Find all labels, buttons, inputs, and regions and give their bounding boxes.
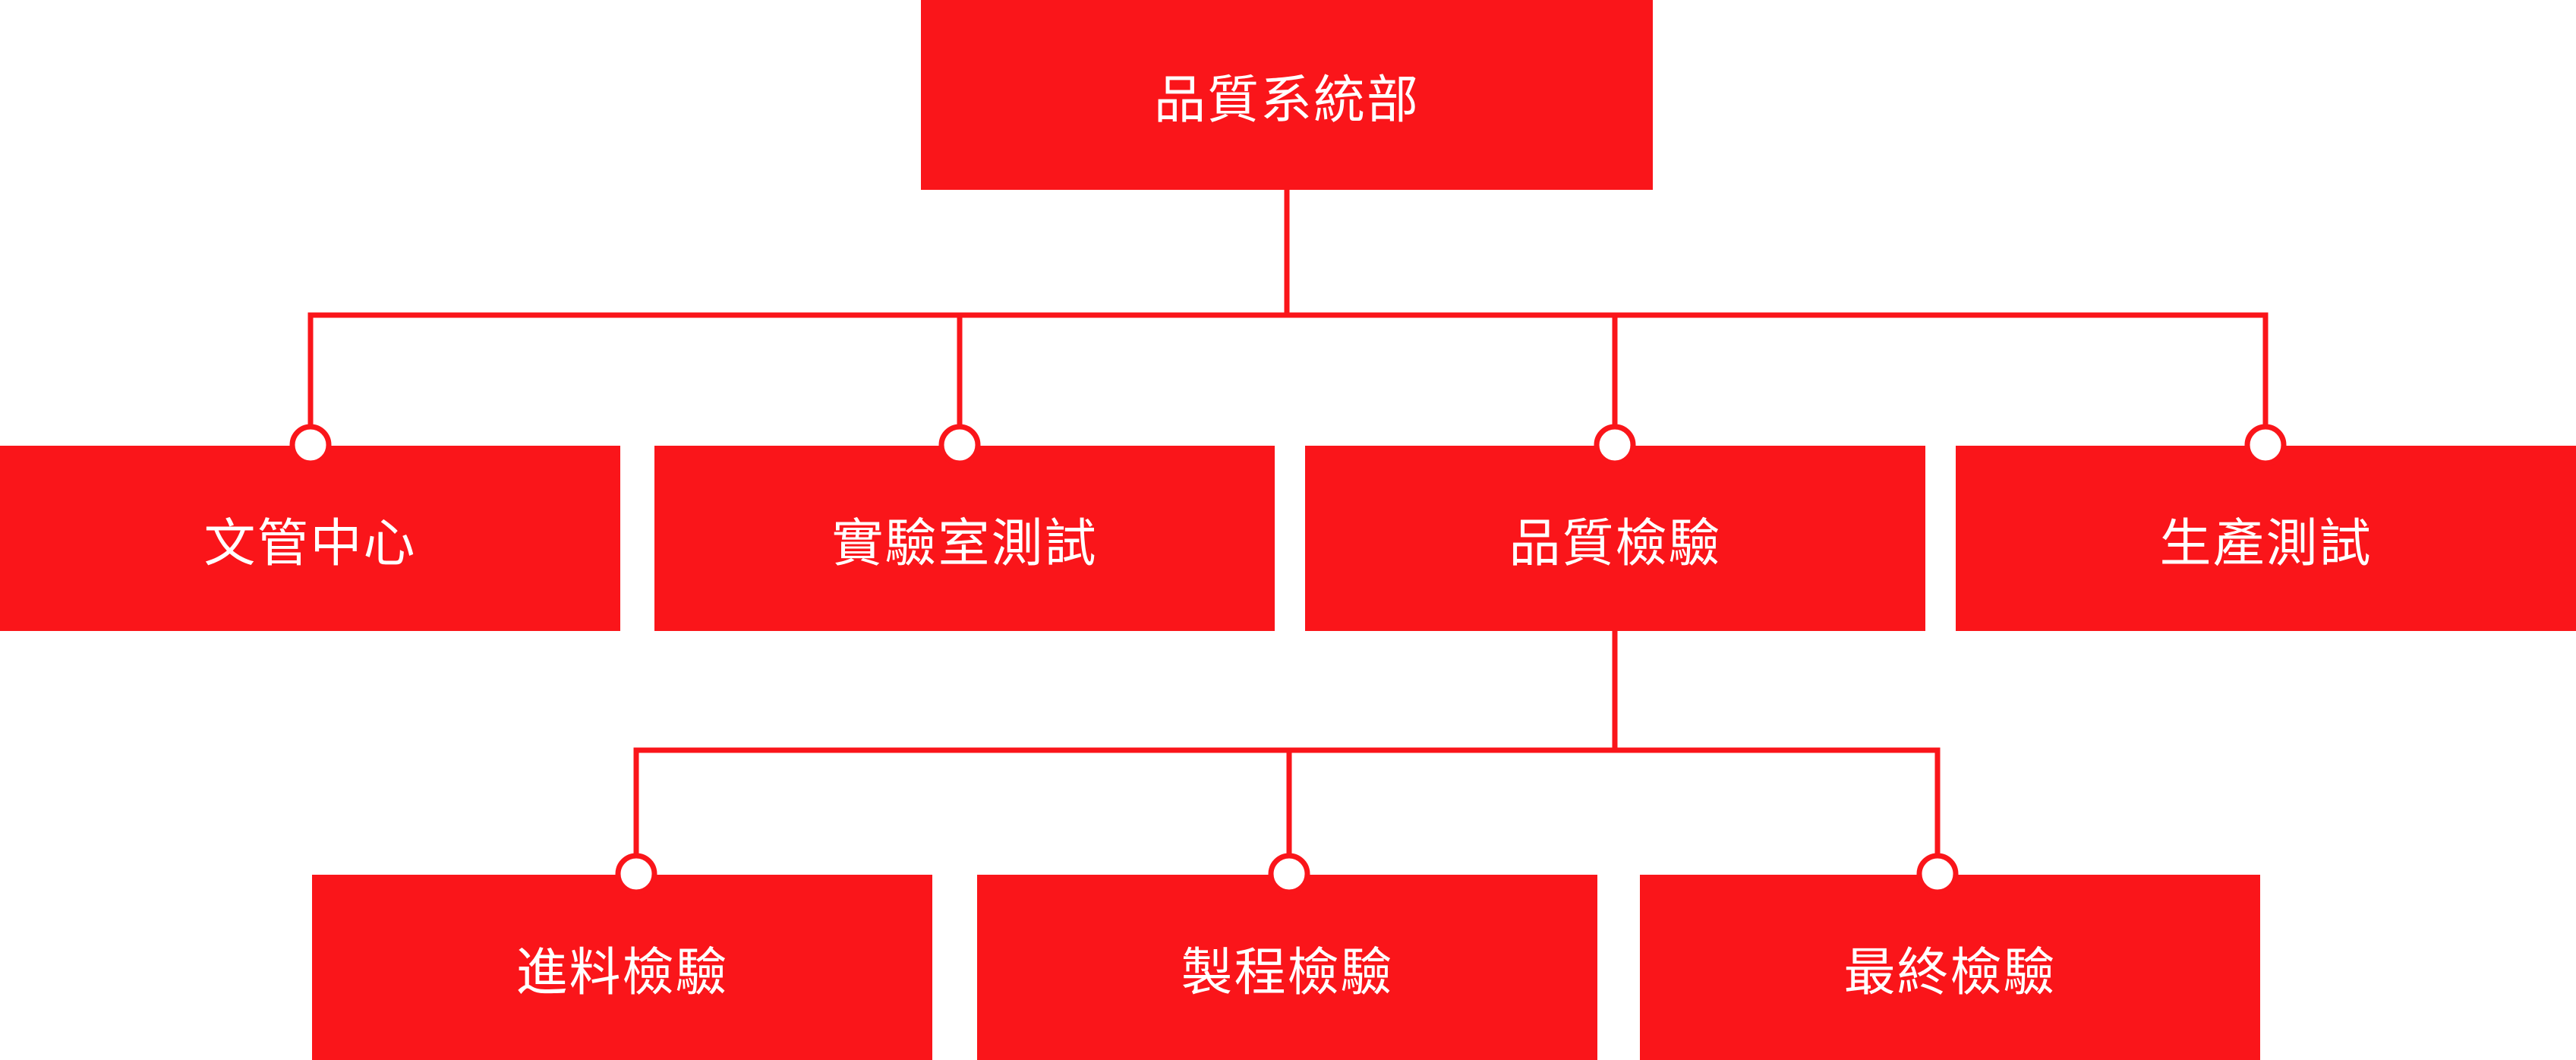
org-node-label: 文管中心	[203, 513, 417, 574]
org-node-label: 最終檢驗	[1843, 942, 2057, 1003]
org-node-label: 製程檢驗	[1181, 942, 1394, 1003]
org-node-quality-inspection: 品質檢驗	[1305, 446, 1925, 631]
org-node-production-testing: 生產測試	[1956, 446, 2576, 631]
org-node-label: 生產測試	[2159, 513, 2373, 574]
org-node-process-inspection: 製程檢驗	[977, 875, 1597, 1060]
org-node-root: 品質系統部	[921, 0, 1653, 190]
org-node-label: 進料檢驗	[516, 942, 729, 1003]
org-node-final-inspection: 最終檢驗	[1640, 875, 2260, 1060]
org-node-document-center: 文管中心	[0, 446, 620, 631]
org-node-label: 品質檢驗	[1509, 513, 1722, 574]
org-node-incoming-inspection: 進料檢驗	[312, 875, 932, 1060]
org-node-label: 品質系統部	[1153, 70, 1420, 131]
org-node-lab-testing: 實驗室測試	[654, 446, 1275, 631]
org-node-label: 實驗室測試	[831, 513, 1098, 574]
